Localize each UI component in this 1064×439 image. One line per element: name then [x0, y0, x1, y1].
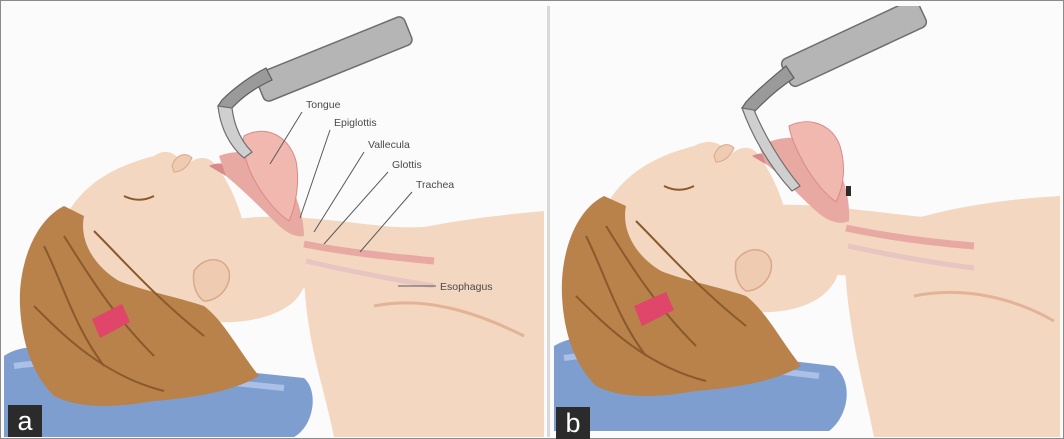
glottis-marker	[846, 186, 851, 196]
panel-a-illustration: Tongue Epiglottis Vallecula Glottis Trac…	[4, 6, 544, 437]
panel-divider	[547, 6, 550, 437]
label-trachea: Trachea	[416, 179, 454, 191]
panel-b-illustration	[554, 6, 1060, 437]
label-esophagus: Esophagus	[440, 281, 493, 293]
intubation-diagram-b	[554, 6, 1060, 437]
label-tongue: Tongue	[306, 99, 341, 111]
label-glottis: Glottis	[392, 159, 422, 171]
panel-label-a: a	[8, 405, 42, 437]
label-vallecula: Vallecula	[368, 139, 410, 151]
intubation-diagram-a: Tongue Epiglottis Vallecula Glottis Trac…	[4, 6, 544, 437]
panel-label-b: b	[556, 407, 590, 439]
label-epiglottis: Epiglottis	[334, 117, 377, 129]
